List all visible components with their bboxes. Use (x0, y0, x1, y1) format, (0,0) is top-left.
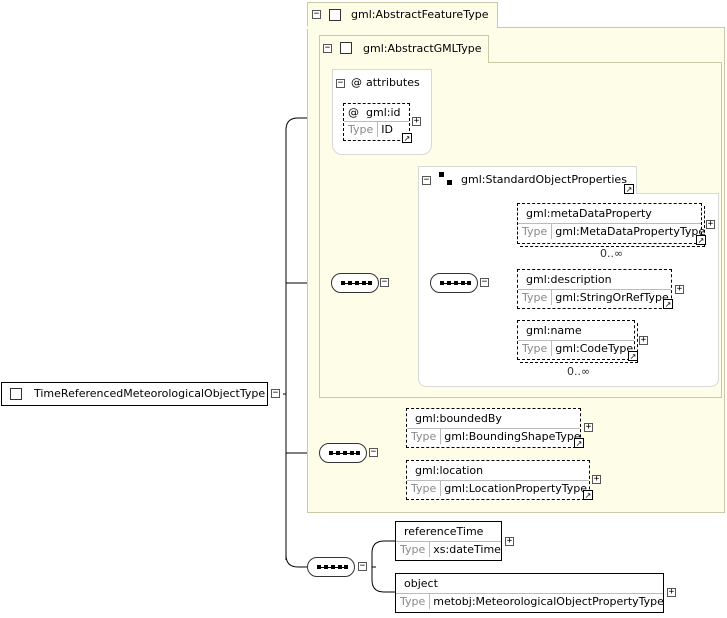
expand-toggle-boundedby[interactable]: + (584, 422, 593, 432)
expand-toggle-gml-id[interactable]: + (412, 116, 421, 126)
multiplicity-shadow (520, 323, 638, 363)
tab-joiner-2 (320, 61, 488, 64)
expand-toggle-referencetime[interactable]: + (505, 536, 514, 546)
type-value: gml:CodeType (555, 342, 634, 355)
element-name: gml:boundedBy (415, 412, 502, 425)
type-key: Type (407, 481, 442, 496)
type-link-icon[interactable]: ↗ (574, 438, 584, 448)
type-link-icon[interactable]: ↗ (663, 299, 673, 309)
cardinality-label: 0..∞ (567, 365, 591, 378)
element-name: object (404, 577, 438, 590)
expand-toggle-description[interactable]: + (675, 284, 684, 294)
type-checkbox-icon (329, 9, 341, 21)
collapse-toggle-standard-props[interactable]: − (422, 175, 431, 185)
type-value: gml:BoundingShapeType (444, 430, 581, 443)
abstract-gml-label: gml:AbstractGMLType (363, 42, 482, 55)
collapse-toggle-root[interactable]: − (271, 388, 280, 398)
group-icon (439, 172, 452, 185)
type-checkbox-icon (340, 42, 352, 54)
type-key: Type (344, 122, 379, 137)
type-value: ID (381, 123, 393, 136)
attributes-label: attributes (366, 76, 420, 89)
root-type-label: TimeReferencedMeteorologicalObjectType (34, 387, 266, 400)
type-key: Type (396, 542, 431, 557)
element-name: gml:metaDataProperty (526, 207, 652, 220)
at-icon: @ (351, 76, 362, 89)
collapse-toggle-abstract-gml[interactable]: − (323, 43, 332, 53)
sequence-compositor[interactable] (307, 557, 355, 577)
collapse-toggle-sequence[interactable]: − (480, 277, 489, 287)
expand-toggle-name[interactable]: + (639, 335, 648, 345)
element-name: gml:location (415, 464, 484, 477)
element-name: gml:name (526, 324, 582, 337)
type-link-icon[interactable]: ↗ (402, 133, 412, 143)
type-key: Type (518, 224, 553, 239)
type-link-icon[interactable]: ↗ (583, 490, 593, 500)
abstract-feature-label: gml:AbstractFeatureType (351, 8, 489, 21)
type-value: metobj:MeteorologicalObjectPropertyType (433, 595, 664, 608)
standard-props-label: gml:StandardObjectProperties (461, 173, 627, 186)
collapse-toggle-sequence[interactable]: − (358, 561, 367, 571)
cardinality-label: 0..∞ (600, 247, 624, 260)
type-link-icon[interactable]: ↗ (696, 235, 706, 245)
collapse-toggle-sequence[interactable]: − (369, 447, 378, 457)
type-key: Type (518, 290, 553, 305)
root-type-box[interactable]: TimeReferencedMeteorologicalObjectType (1, 382, 268, 406)
collapse-toggle-sequence[interactable]: − (380, 277, 389, 287)
type-key: Type (407, 429, 442, 444)
tab-joiner (307, 26, 497, 29)
sequence-compositor[interactable] (430, 273, 478, 293)
type-checkbox-icon (10, 388, 22, 400)
expand-toggle-object[interactable]: + (667, 587, 676, 597)
expand-toggle-location[interactable]: + (592, 474, 601, 484)
type-value: gml:LocationPropertyType (444, 482, 588, 495)
abstract-gml-tab (319, 35, 489, 63)
element-name: gml:description (526, 273, 612, 286)
collapse-toggle-attributes[interactable]: − (336, 78, 345, 88)
expand-toggle-metadataproperty[interactable]: + (706, 219, 715, 229)
element-name: referenceTime (404, 525, 484, 538)
tab-joiner-3 (419, 192, 636, 195)
type-link-icon[interactable]: ↗ (624, 184, 634, 194)
multiplicity-shadow (520, 206, 705, 247)
collapse-toggle-abstract-feature[interactable]: − (312, 9, 321, 19)
sequence-compositor[interactable] (319, 443, 367, 463)
type-key: Type (518, 341, 553, 356)
standard-props-tab (418, 166, 637, 194)
type-key: Type (396, 594, 431, 609)
attribute-name: gml:id (366, 106, 401, 119)
at-icon: @ (348, 106, 359, 119)
type-value: gml:StringOrRefType (555, 291, 669, 304)
type-link-icon[interactable]: ↗ (628, 351, 638, 361)
type-value: xs:dateTime (433, 543, 501, 556)
type-value: gml:MetaDataPropertyType (555, 225, 706, 238)
sequence-compositor[interactable] (331, 273, 379, 293)
